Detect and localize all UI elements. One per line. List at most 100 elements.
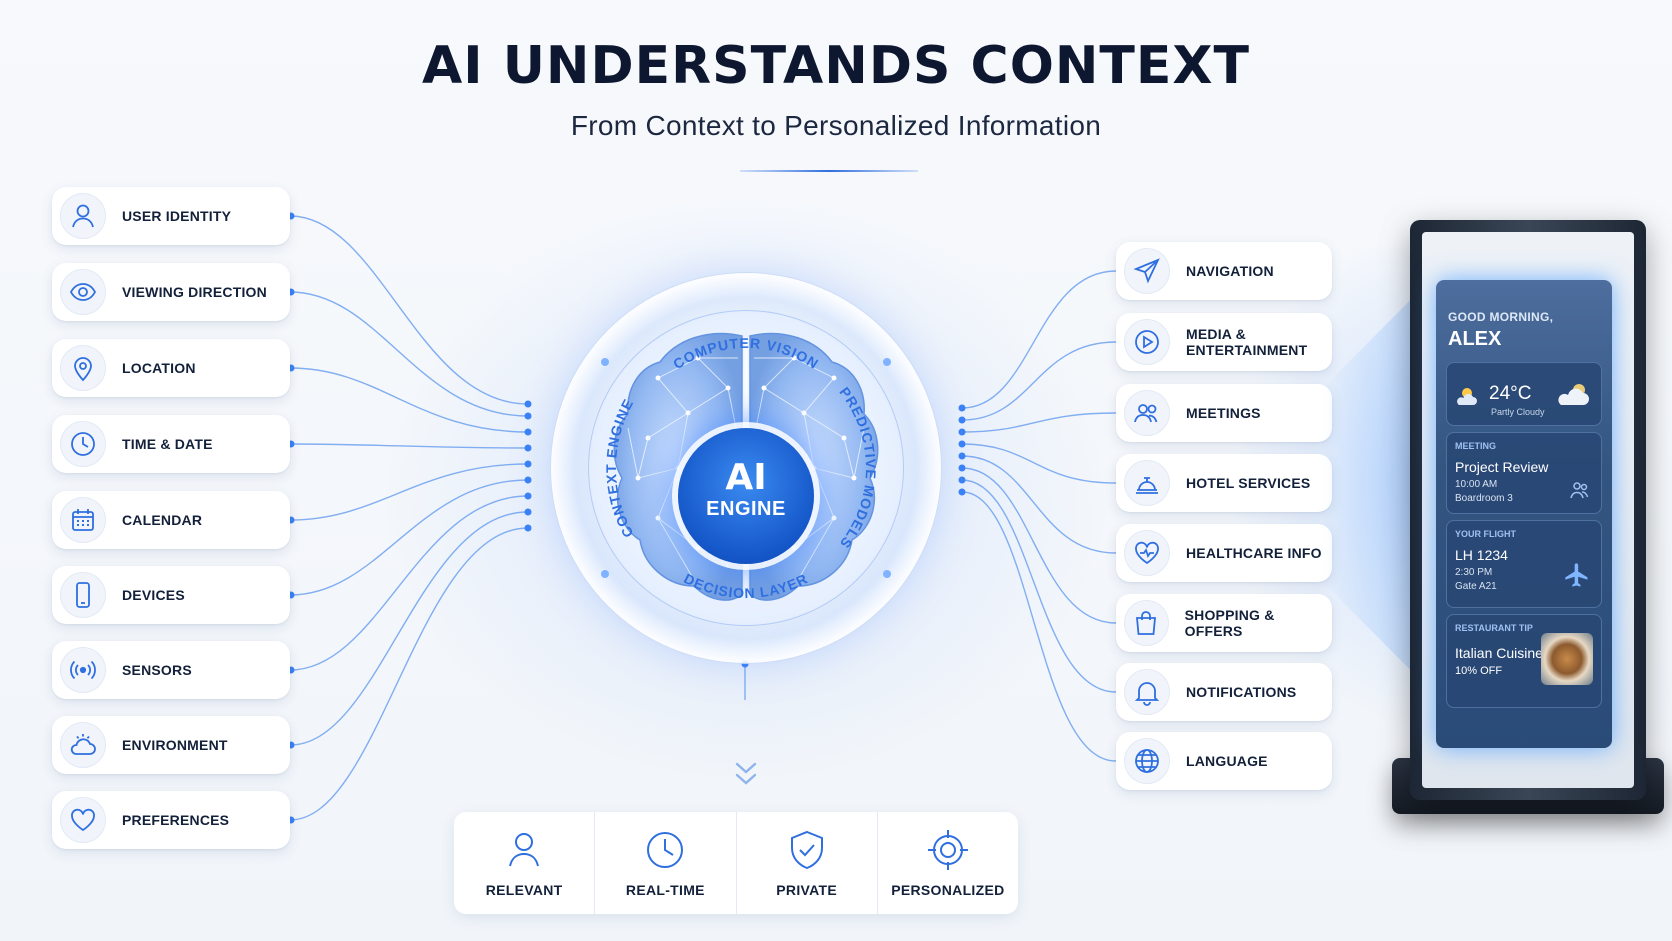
output-label: NAVIGATION xyxy=(1186,263,1274,279)
input-connector xyxy=(289,463,529,521)
input-connector xyxy=(289,215,529,405)
input-connector-dot xyxy=(524,412,532,420)
sensor-icon xyxy=(60,647,106,693)
heart-icon xyxy=(60,797,106,843)
quality-personalized: PERSONALIZED xyxy=(878,812,1018,914)
location-pin-icon xyxy=(60,345,106,391)
output-label: LANGUAGE xyxy=(1186,753,1268,769)
kiosk-user-name: ALEX xyxy=(1448,328,1502,350)
meeting-title: Project Review xyxy=(1455,459,1549,475)
input-connector xyxy=(289,479,529,596)
output-label: MEDIA & ENTERTAINMENT xyxy=(1186,326,1308,358)
output-connector-dot xyxy=(958,440,966,448)
output-card-media: MEDIA & ENTERTAINMENT xyxy=(1116,313,1332,371)
meeting-header: MEETING xyxy=(1455,441,1497,451)
flight-header: YOUR FLIGHT xyxy=(1455,529,1516,539)
flight-gate: Gate A21 xyxy=(1455,581,1497,592)
navigation-arrow-icon xyxy=(1124,248,1170,294)
calendar-icon xyxy=(60,497,106,543)
play-icon xyxy=(1124,319,1170,365)
input-connector-dot xyxy=(524,492,532,500)
shield-check-icon xyxy=(790,830,823,870)
airplane-icon xyxy=(1565,563,1588,587)
output-label: NOTIFICATIONS xyxy=(1186,684,1297,700)
input-connector xyxy=(289,291,529,417)
output-connector xyxy=(961,412,1117,433)
input-connector-dot xyxy=(524,444,532,452)
input-label: SENSORS xyxy=(122,662,192,678)
qualities-panel: RELEVANT REAL-TIME PRIVATE PERSONALIZED xyxy=(454,812,1018,914)
eye-icon xyxy=(60,269,106,315)
input-card-viewing-direction: VIEWING DIRECTION xyxy=(52,263,290,321)
kiosk-greeting: GOOD MORNING, xyxy=(1448,310,1554,324)
input-connector xyxy=(289,495,529,671)
sun-cloud-icon xyxy=(1457,388,1477,405)
input-card-time-date: TIME & DATE xyxy=(52,415,290,473)
core-subtitle: ENGINE xyxy=(706,498,786,520)
output-label: HEALTHCARE INFO xyxy=(1186,545,1322,561)
input-connector xyxy=(289,511,529,746)
output-connector xyxy=(961,443,1117,484)
input-connector-dot xyxy=(524,460,532,468)
restaurant-title: Italian Cuisine xyxy=(1455,645,1543,661)
input-label: ENVIRONMENT xyxy=(122,737,228,753)
quality-label: PRIVATE xyxy=(776,882,837,898)
input-label: VIEWING DIRECTION xyxy=(122,284,267,300)
weather-card: 24°C Partly Cloudy xyxy=(1446,362,1602,426)
user-icon xyxy=(509,833,540,867)
input-card-location: LOCATION xyxy=(52,339,290,397)
quality-private: PRIVATE xyxy=(737,812,878,914)
input-card-environment: ENVIRONMENT xyxy=(52,716,290,774)
output-card-hotel-services: HOTEL SERVICES xyxy=(1116,454,1332,512)
output-card-notifications: NOTIFICATIONS xyxy=(1116,663,1332,721)
input-card-devices: DEVICES xyxy=(52,566,290,624)
ring-label-right: PREDICTIVE MODELS xyxy=(836,384,879,552)
smartphone-icon xyxy=(60,572,106,618)
bell-icon xyxy=(1124,669,1170,715)
ring-label-top: COMPUTER VISION xyxy=(670,335,822,372)
quality-real-time: REAL-TIME xyxy=(595,812,737,914)
output-connector-dot xyxy=(958,464,966,472)
user-icon xyxy=(60,193,106,239)
heart-pulse-icon xyxy=(1124,530,1170,576)
input-card-calendar: CALENDAR xyxy=(52,491,290,549)
quality-relevant: RELEVANT xyxy=(454,812,596,914)
flight-time: 2:30 PM xyxy=(1455,567,1493,578)
output-connector-dot xyxy=(958,428,966,436)
flight-card: YOUR FLIGHT LH 1234 2:30 PM Gate A21 xyxy=(1446,520,1602,608)
output-connector-dot xyxy=(958,404,966,412)
people-icon xyxy=(1570,482,1589,499)
output-connector xyxy=(961,270,1117,409)
output-connector xyxy=(961,479,1117,693)
cloud-icon xyxy=(1558,384,1589,405)
service-bell-icon xyxy=(1124,460,1170,506)
input-connector-dot xyxy=(524,508,532,516)
output-connector xyxy=(961,455,1117,554)
ring-label-bottom: DECISION LAYER xyxy=(681,570,810,601)
quality-label: PERSONALIZED xyxy=(891,882,1005,898)
output-connector-dot xyxy=(958,476,966,484)
output-card-shopping: SHOPPING & OFFERS xyxy=(1116,594,1332,652)
engine-ring-labels: COMPUTER VISION CONTEXT ENGINE PREDICTIV… xyxy=(601,335,891,601)
clock-icon xyxy=(60,421,106,467)
output-card-navigation: NAVIGATION xyxy=(1116,242,1332,300)
input-label: LOCATION xyxy=(122,360,196,376)
input-connector-dot xyxy=(524,524,532,532)
ring-label-left: CONTEXT ENGINE xyxy=(603,396,637,541)
food-image xyxy=(1541,633,1593,685)
weather-temp: 24°C xyxy=(1489,383,1532,404)
input-connector-dot xyxy=(524,428,532,436)
input-label: CALENDAR xyxy=(122,512,203,528)
page-subtitle: From Context to Personalized Information xyxy=(570,110,1102,141)
output-label: MEETINGS xyxy=(1186,405,1261,421)
input-label: USER IDENTITY xyxy=(122,208,232,224)
meeting-time: 10:00 AM xyxy=(1455,479,1498,490)
output-connector-dot xyxy=(958,416,966,424)
input-connector-dot xyxy=(524,476,532,484)
meeting-room: Boardroom 3 xyxy=(1455,493,1513,504)
input-card-user-identity: USER IDENTITY xyxy=(52,187,290,245)
flight-number: LH 1234 xyxy=(1455,547,1508,563)
output-connector-dot xyxy=(958,488,966,496)
people-icon xyxy=(1124,390,1170,436)
